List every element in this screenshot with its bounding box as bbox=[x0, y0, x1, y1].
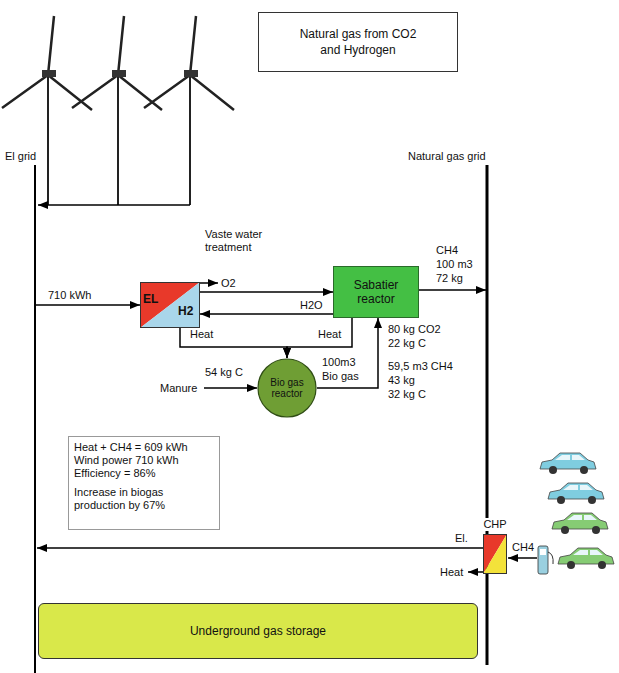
note-text: Increase in biogas production by 67% bbox=[74, 486, 214, 512]
power-feed-arrow bbox=[38, 204, 190, 206]
turbine-blades bbox=[72, 16, 162, 110]
gas-grid-line bbox=[486, 165, 489, 665]
manure-arrow bbox=[204, 387, 257, 389]
chp-yellow-half bbox=[483, 534, 507, 574]
chp-label: CHP bbox=[482, 518, 507, 531]
title-text: Natural gas from CO2 and Hydrogen bbox=[299, 26, 417, 58]
turbine-nacelle bbox=[184, 70, 198, 77]
flow-label: El grid bbox=[5, 150, 36, 163]
turbine-nacelle bbox=[42, 70, 56, 77]
flow-label: 100 m3 bbox=[436, 258, 473, 271]
flow-connector bbox=[180, 328, 287, 358]
process-box: Sabatier reactor bbox=[333, 266, 419, 318]
chp-heat-arrow bbox=[468, 571, 483, 573]
turbine-tower bbox=[47, 75, 49, 205]
electrolyser-box: EL H2 bbox=[140, 282, 200, 328]
turbine-tower bbox=[189, 75, 191, 205]
gas-pump bbox=[538, 546, 548, 574]
flow-connector bbox=[200, 291, 333, 293]
chp-electricity-arrow bbox=[37, 547, 483, 549]
flow-label: 43 kg bbox=[388, 374, 415, 387]
process-name: Sabatier reactor bbox=[338, 278, 414, 306]
note-text: Efficiency = 86% bbox=[74, 467, 155, 480]
flow-label: 22 kg C bbox=[388, 337, 426, 350]
turbine-blades bbox=[144, 16, 234, 110]
flow-label: Natural gas grid bbox=[408, 150, 486, 163]
flow-label: Heat bbox=[190, 328, 213, 341]
el-grid-line bbox=[34, 165, 36, 673]
flow-label: O2 bbox=[221, 277, 236, 290]
flow-label: 32 kg C bbox=[388, 388, 426, 401]
methane-output-arrow bbox=[419, 289, 486, 291]
turbine-blades bbox=[2, 16, 92, 110]
turbine-tower bbox=[117, 75, 119, 205]
car-icon bbox=[548, 483, 604, 504]
flow-label: Manure bbox=[160, 382, 197, 395]
gas-pump-display bbox=[540, 549, 546, 555]
flow-label: Bio gas bbox=[322, 370, 359, 383]
flow-label: 80 kg CO2 bbox=[388, 323, 441, 336]
wind-turbines bbox=[2, 16, 234, 205]
flow-label: 100m3 bbox=[322, 356, 356, 369]
methane-supply-arrow bbox=[508, 557, 537, 559]
flow-connector bbox=[287, 318, 352, 358]
car-icon bbox=[552, 513, 608, 534]
reactor-circle: Bio gas reactor bbox=[257, 358, 317, 418]
flow-connector bbox=[200, 313, 333, 315]
reactor-circle-outline bbox=[258, 359, 316, 417]
title-box: Natural gas from CO2 and Hydrogen bbox=[258, 12, 458, 72]
flow-label: 710 kWh bbox=[48, 289, 91, 302]
flow-label: CH4 bbox=[436, 244, 458, 257]
note-box: Heat + CH4 = 609 kWhWind power 710 kWhEf… bbox=[68, 436, 220, 530]
flow-label: Vaste water treatment bbox=[205, 228, 267, 254]
flow-label: Heat bbox=[440, 566, 463, 579]
flow-connector bbox=[317, 318, 378, 388]
chp-border bbox=[484, 535, 507, 574]
gas-pump-hose bbox=[548, 552, 553, 564]
turbine-nacelle bbox=[112, 70, 126, 77]
electrolyser-blue-half bbox=[140, 282, 200, 328]
storage-band: Underground gas storage bbox=[38, 603, 478, 659]
storage-name: Underground gas storage bbox=[190, 624, 326, 638]
chp-red-half bbox=[483, 534, 507, 574]
electrolyser-border bbox=[141, 283, 200, 328]
electrolyser-text: EL bbox=[143, 292, 158, 306]
note-text: Wind power 710 kWh bbox=[74, 454, 179, 467]
flow-label: El. bbox=[455, 532, 468, 545]
oxygen-arrow bbox=[200, 282, 218, 284]
flow-label: 72 kg bbox=[436, 272, 463, 285]
note-text: Heat + CH4 = 609 kWh bbox=[74, 441, 188, 454]
power-input-arrow bbox=[35, 304, 140, 306]
reactor-name: Bio gas reactor bbox=[261, 377, 313, 399]
flow-label: 54 kg C bbox=[205, 366, 243, 379]
car-icon bbox=[540, 453, 596, 474]
car-icon bbox=[558, 548, 614, 569]
flow-label: CH4 bbox=[512, 541, 534, 554]
chp-shape bbox=[483, 534, 507, 574]
flow-label: H2O bbox=[300, 299, 323, 312]
electrolyser-text: H2 bbox=[178, 304, 193, 318]
electrolyser-red-half bbox=[140, 282, 200, 328]
chp-unit: CHP bbox=[480, 518, 510, 574]
flow-label: Heat bbox=[318, 328, 341, 341]
flow-label: 59,5 m3 CH4 bbox=[388, 360, 453, 373]
